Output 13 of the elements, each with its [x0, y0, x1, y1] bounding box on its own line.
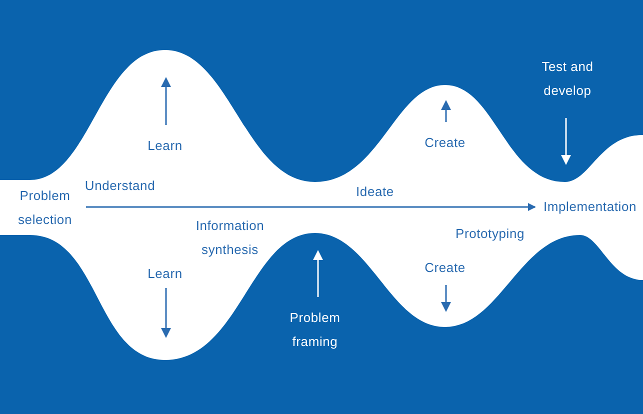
stage-label: Create: [424, 259, 466, 277]
stage-label: Problem selection: [16, 187, 73, 229]
stage-label: Learn: [146, 137, 184, 155]
stage-label: Ideate: [355, 183, 395, 201]
stage-label: Learn: [146, 265, 184, 283]
stage-label: Prototyping: [454, 225, 526, 243]
stage-label: Create: [424, 134, 466, 152]
arrow: [86, 203, 536, 211]
stage-label: Problem framing: [288, 309, 342, 351]
stage-label: Implementation: [542, 198, 638, 216]
stage-label: Information synthesis: [194, 217, 266, 259]
stage-label: Test and develop: [540, 58, 594, 100]
stage-label: Understand: [84, 177, 156, 195]
